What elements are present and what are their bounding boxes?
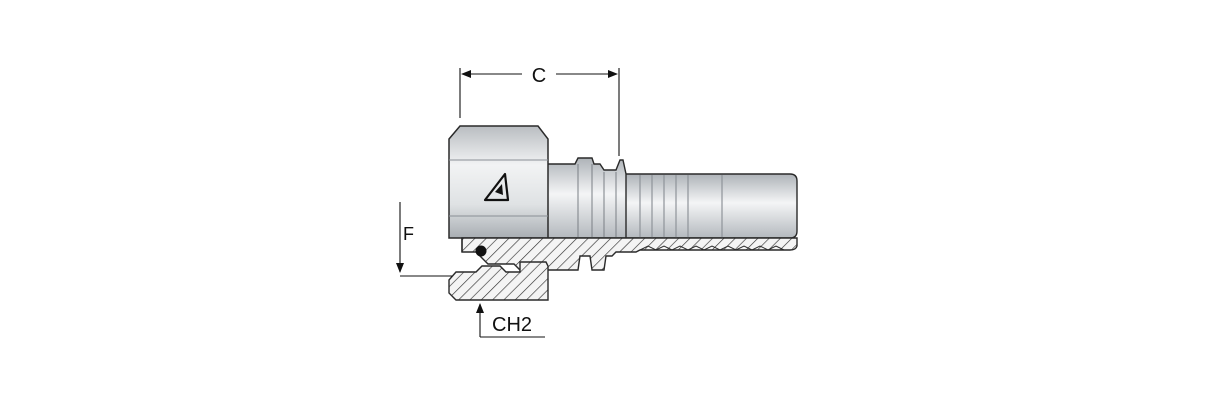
dimension-f-label: F	[403, 224, 414, 244]
dimension-c: C	[459, 65, 620, 156]
hose-tail	[599, 173, 798, 239]
manufacturer-triangle-logo-icon	[483, 172, 510, 202]
collar	[545, 157, 627, 239]
dimension-ch2: CH2	[476, 303, 545, 338]
fitting-section-view	[448, 237, 798, 301]
dimension-ch2-label: CH2	[492, 314, 532, 336]
dimension-f: F	[396, 202, 452, 277]
tail-wall-section	[461, 237, 798, 271]
o-ring	[475, 245, 487, 257]
bore-serrations	[639, 245, 785, 251]
barb-ridges	[639, 175, 723, 238]
dimension-c-label: C	[532, 65, 546, 87]
fitting-external-view	[448, 125, 798, 239]
nut-section	[448, 261, 549, 301]
